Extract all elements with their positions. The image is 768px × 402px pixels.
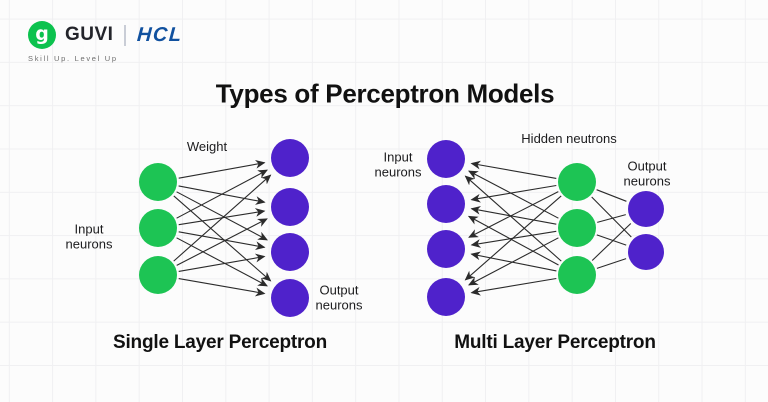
connection-line xyxy=(597,214,626,223)
multi-layer-caption: Multi Layer Perceptron xyxy=(454,332,656,353)
connection-line xyxy=(468,191,559,238)
output-neuron xyxy=(628,191,664,227)
hidden-neuron xyxy=(558,209,596,247)
input-neuron xyxy=(139,256,177,294)
connection-line xyxy=(178,208,266,226)
connection-line xyxy=(591,196,632,238)
multi-input-neurons-label: Input neurons xyxy=(374,149,422,179)
connection-line xyxy=(178,278,266,297)
connection-line xyxy=(464,175,562,262)
hidden-neuron xyxy=(558,163,596,201)
connection-line xyxy=(176,169,268,219)
connection-line xyxy=(173,195,272,282)
connection-line xyxy=(468,237,559,286)
hidden-neuron xyxy=(558,256,596,294)
output-neuron xyxy=(628,234,664,270)
connection-line xyxy=(596,189,627,202)
connection-line xyxy=(470,251,557,272)
input-neuron xyxy=(427,140,465,178)
logo-tagline: Skill Up. Level Up xyxy=(28,54,118,63)
guvi-brand-text: GUVI xyxy=(65,24,114,45)
connection-line xyxy=(178,253,266,272)
connection-line xyxy=(591,223,632,261)
connection-line xyxy=(470,160,557,179)
input-neuron xyxy=(427,185,465,223)
output-neuron xyxy=(271,279,309,317)
connection-line xyxy=(470,184,557,203)
connection-line xyxy=(470,277,557,296)
weight-label: Weight xyxy=(186,138,228,154)
multi-hidden-neutrons-label: Hidden neutrons xyxy=(521,130,617,146)
connection-line xyxy=(176,218,268,266)
connection-line xyxy=(178,159,266,179)
connection-line xyxy=(178,231,266,251)
multi-output-neurons-label: Output neurons xyxy=(623,158,671,188)
connection-line xyxy=(470,230,557,248)
connection-line xyxy=(173,174,272,262)
guvi-hcl-logo: g GUVI HCL Skill Up. Level Up xyxy=(28,20,184,63)
logo-divider xyxy=(124,24,127,46)
single-input-neurons-label: Input neurons xyxy=(65,221,113,251)
input-neuron xyxy=(139,209,177,247)
single-layer-caption: Single Layer Perceptron xyxy=(113,332,327,353)
connection-line xyxy=(596,234,627,246)
input-neuron xyxy=(139,163,177,201)
connection-line xyxy=(467,215,559,266)
connection-line xyxy=(468,170,559,219)
output-neuron xyxy=(271,188,309,226)
connection-line xyxy=(470,205,557,225)
single-output-neurons-label: Output neurons xyxy=(315,282,363,312)
page-title: Types of Perceptron Models xyxy=(215,78,555,109)
input-neuron xyxy=(427,278,465,316)
guvi-logo-icon: g xyxy=(28,21,56,49)
output-neuron xyxy=(271,233,309,271)
input-neuron xyxy=(427,230,465,268)
connection-line xyxy=(596,258,627,269)
output-neuron xyxy=(271,139,309,177)
connection-line xyxy=(176,191,268,241)
